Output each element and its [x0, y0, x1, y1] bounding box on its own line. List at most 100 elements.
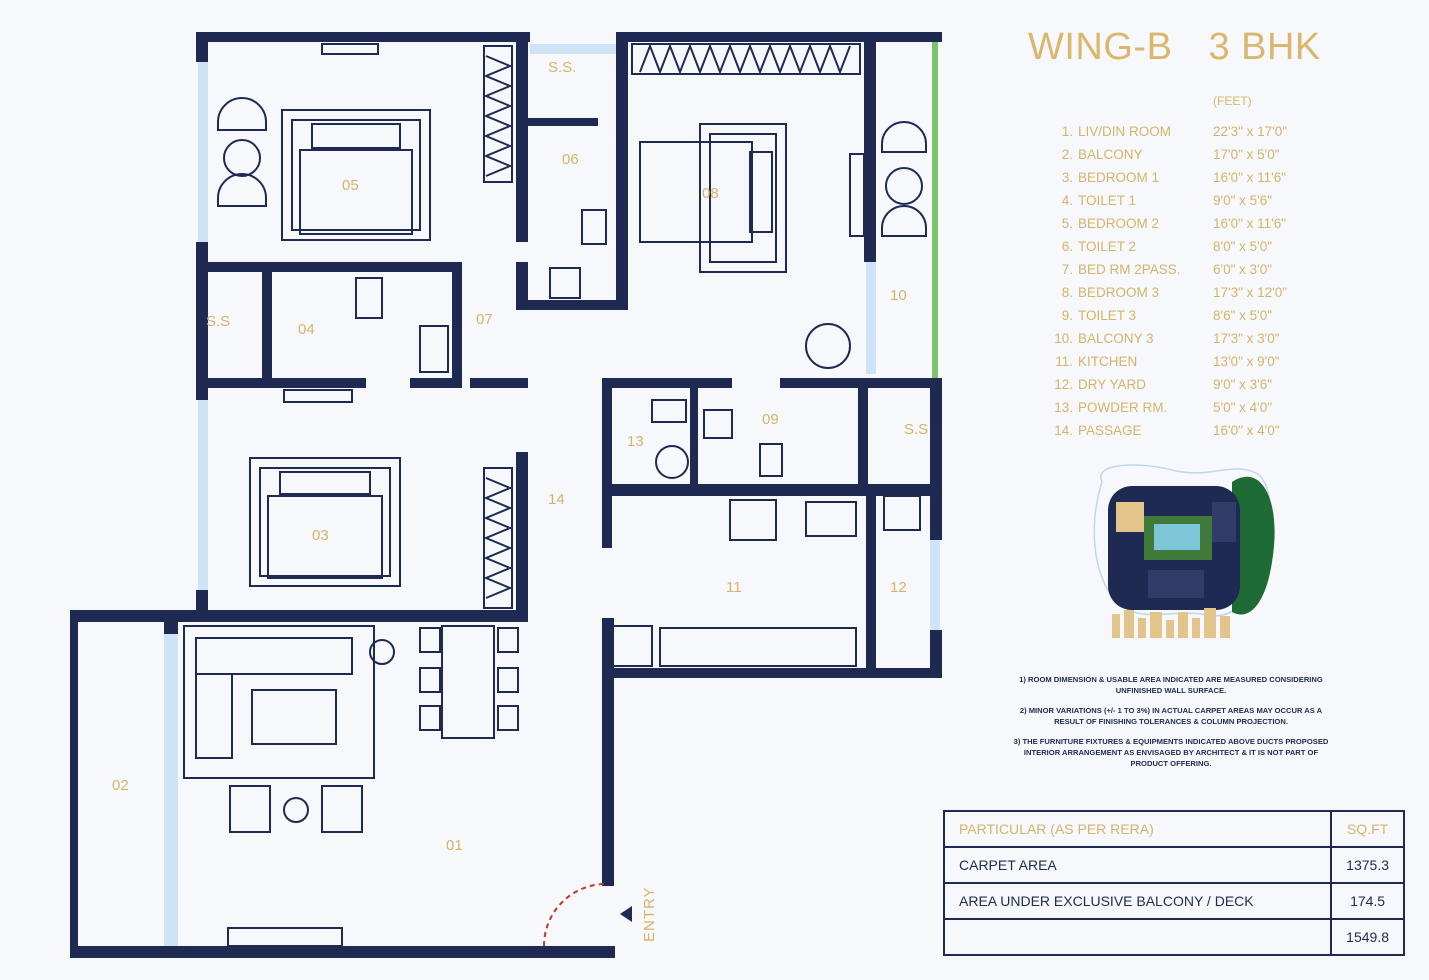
chairs — [217, 97, 927, 369]
living-furniture — [183, 625, 519, 947]
room-name: BEDROOM 3 — [1078, 285, 1160, 300]
label-room-14: 14 — [548, 491, 565, 508]
room-schedule-row: 2. BALCONY 17'0" x 5'0" — [1040, 143, 1340, 166]
room-dimension: 17'3" x 12'0" — [1213, 285, 1288, 300]
room-schedule-row: 14. PASSAGE 16'0" x 4'0" — [1040, 419, 1340, 442]
room-number: 3. — [1061, 170, 1073, 185]
room-number: 13. — [1054, 400, 1073, 415]
room-dimension: 16'0" x 4'0" — [1213, 423, 1280, 438]
unit-note: (FEET) — [1213, 94, 1252, 108]
wing-name: WING-B — [1028, 26, 1173, 68]
room-number: 6. — [1061, 239, 1073, 254]
room-dimension: 17'3" x 3'0" — [1213, 331, 1280, 346]
room-name: BALCONY 3 — [1078, 331, 1154, 346]
area-row-balcony: AREA UNDER EXCLUSIVE BALCONY / DECK 174.… — [942, 882, 1405, 920]
area-row-carpet: CARPET AREA 1375.3 — [942, 846, 1405, 884]
room-dimension: 8'0" x 5'0" — [1213, 239, 1273, 254]
room-name: BALCONY — [1078, 147, 1143, 162]
area-label: CARPET AREA — [942, 846, 1333, 884]
note-2: 2) MINOR VARIATIONS (+/- 1 TO 3%) IN ACT… — [1019, 706, 1323, 726]
room-schedule-row: 9. TOILET 3 8'6" x 5'0" — [1040, 304, 1340, 327]
label-room-04: 04 — [298, 321, 315, 338]
area-value: 1549.8 — [1330, 918, 1405, 956]
label-room-12: 12 — [890, 579, 907, 596]
room-number: 5. — [1061, 216, 1073, 231]
room-schedule-row: 8. BEDROOM 3 17'3" x 12'0" — [1040, 281, 1340, 304]
label-room-03: 03 — [312, 527, 329, 544]
label-room-02: 02 — [112, 777, 129, 794]
label-room-09: 09 — [762, 411, 779, 428]
room-dimension: 9'0" x 3'6" — [1213, 377, 1273, 392]
area-value: 174.5 — [1330, 882, 1405, 920]
key-plan-map — [1093, 464, 1275, 638]
room-schedule-row: 1. LIV/DIN ROOM 22'3" x 17'0" — [1040, 120, 1340, 143]
unit-type: 3 BHK — [1208, 26, 1321, 68]
room-schedule-row: 7.BED RM 2PASS.6'0" x 3'0" — [1040, 258, 1340, 281]
room-schedule-row: 6. TOILET 2 8'0" x 5'0" — [1040, 235, 1340, 258]
room-number: 14. — [1054, 423, 1073, 438]
room-schedule-row: 5. BEDROOM 2 16'0" x 11'6" — [1040, 212, 1340, 235]
walls — [70, 32, 942, 958]
room-number: 9. — [1061, 308, 1073, 323]
label-room-10: 10 — [890, 287, 907, 304]
plan-title: WING-B 3 BHK — [1028, 26, 1357, 69]
label-room-01: 01 — [446, 837, 463, 854]
room-schedule-row: 4. TOILET 1 9'0" x 5'6" — [1040, 189, 1340, 212]
room-number: 4. — [1061, 193, 1073, 208]
label-entry: ENTRY — [641, 886, 658, 942]
label-room-06: 06 — [562, 151, 579, 168]
room-dimension: 22'3" x 17'0" — [1213, 124, 1288, 139]
room-name: POWDER RM. — [1078, 400, 1168, 415]
beds — [249, 109, 787, 587]
room-dimension: 6'0" x 3'0" — [1213, 262, 1273, 277]
room-name: LIV/DIN ROOM — [1078, 124, 1172, 139]
label-room-08: 08 — [702, 185, 719, 202]
area-label: AREA UNDER EXCLUSIVE BALCONY / DECK — [942, 882, 1333, 920]
label-room-13: 13 — [627, 433, 644, 450]
header-unit: SQ.FT — [1330, 810, 1405, 848]
label-room-05: 05 — [342, 177, 359, 194]
label-ss-2: S.S — [206, 313, 230, 330]
entry-door — [543, 883, 632, 947]
room-number: 1. — [1061, 124, 1073, 139]
label-ss-3: S.S — [904, 421, 928, 438]
area-label — [942, 918, 1333, 956]
note-3: 3) THE FURNITURE FIXTURES & EQUIPMENTS I… — [1013, 737, 1329, 768]
room-name: BEDROOM 2 — [1078, 216, 1160, 231]
room-schedule-row: 3. BEDROOM 1 16'0" x 11'6" — [1040, 166, 1340, 189]
room-name: TOILET 2 — [1078, 239, 1137, 254]
area-table-header: PARTICULAR (AS PER RERA) SQ.FT — [942, 810, 1405, 848]
room-schedule: 1. LIV/DIN ROOM 22'3" x 17'0" 2. BALCONY 17'0… — [1040, 120, 1340, 442]
room-dimension: 8'6" x 5'0" — [1213, 308, 1273, 323]
room-number: 2. — [1061, 147, 1073, 162]
room-number: 11. — [1055, 354, 1073, 369]
glazing — [164, 44, 940, 950]
room-number: 12. — [1054, 377, 1073, 392]
label-ss-1: S.S. — [548, 59, 576, 76]
label-room-07: 07 — [476, 311, 493, 328]
wardrobes — [483, 43, 861, 609]
room-name: BEDROOM 1 — [1078, 170, 1160, 185]
room-dimension: 9'0" x 5'6" — [1213, 193, 1273, 208]
notes: 1) ROOM DIMENSION & USABLE AREA INDICATE… — [1012, 674, 1330, 778]
room-name: TOILET 1 — [1078, 193, 1137, 208]
room-schedule-row: 12. DRY YARD 9'0" x 3'6" — [1040, 373, 1340, 396]
area-table: PARTICULAR (AS PER RERA) SQ.FT CARPET AR… — [942, 810, 1405, 956]
label-room-11: 11 — [726, 579, 742, 596]
room-number: 8. — [1061, 285, 1073, 300]
room-schedule-row: 10. BALCONY 3 17'3" x 3'0" — [1040, 327, 1340, 350]
room-dimension: 17'0" x 5'0" — [1213, 147, 1280, 162]
area-row-total: 1549.8 — [942, 918, 1405, 956]
room-name: KITCHEN — [1078, 354, 1138, 369]
room-dimension: 13'0" x 9'0" — [1213, 354, 1280, 369]
room-name: PASSAGE — [1078, 423, 1142, 438]
area-value: 1375.3 — [1330, 846, 1405, 884]
room-name: BED RM 2PASS. — [1078, 262, 1181, 277]
room-dimension: 16'0" x 11'6" — [1213, 170, 1287, 185]
room-name: TOILET 3 — [1078, 308, 1137, 323]
room-dimension: 16'0" x 11'6" — [1213, 216, 1287, 231]
room-number: 10. — [1054, 331, 1073, 346]
room-dimension: 5'0" x 4'0" — [1213, 400, 1273, 415]
fixtures — [283, 43, 921, 667]
room-name: DRY YARD — [1078, 377, 1147, 392]
